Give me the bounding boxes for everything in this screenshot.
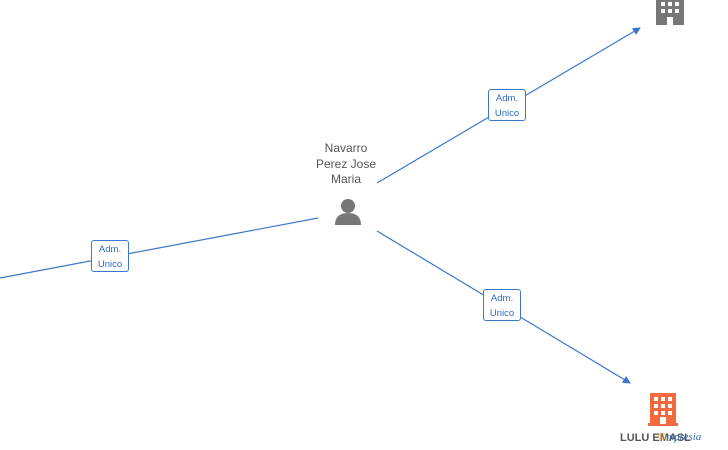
person-name-line: Maria	[330, 172, 361, 186]
logo-text: mpresia	[666, 431, 702, 443]
building-icon[interactable]	[648, 393, 678, 426]
relation-label-line: Adm.	[490, 293, 514, 304]
relation-label-line: Adm.	[98, 244, 122, 255]
relation-label-line: Unico	[489, 308, 515, 319]
person-name-line: Perez Jose	[315, 156, 377, 171]
relation-label-bottom[interactable]: Adm. Unico	[483, 289, 521, 321]
building-icon[interactable]	[656, 0, 684, 25]
relation-label-left[interactable]: Adm. Unico	[91, 240, 129, 272]
relation-label-top[interactable]: Adm. Unico	[488, 89, 526, 121]
person-icon[interactable]	[335, 199, 361, 225]
empresia-logo: ©mpresia	[658, 431, 701, 443]
relation-label-line: Unico	[97, 259, 123, 270]
company-name[interactable]: LULU EMASL	[620, 432, 691, 444]
relation-label-line: Unico	[494, 108, 520, 119]
relation-label-line: Adm.	[495, 93, 519, 104]
edge-left-to-person	[0, 217, 319, 279]
copyright-icon: ©	[658, 431, 667, 443]
person-name[interactable]: Navarro Perez Jose Maria	[306, 141, 386, 188]
person-name-line: Navarro	[324, 141, 368, 155]
